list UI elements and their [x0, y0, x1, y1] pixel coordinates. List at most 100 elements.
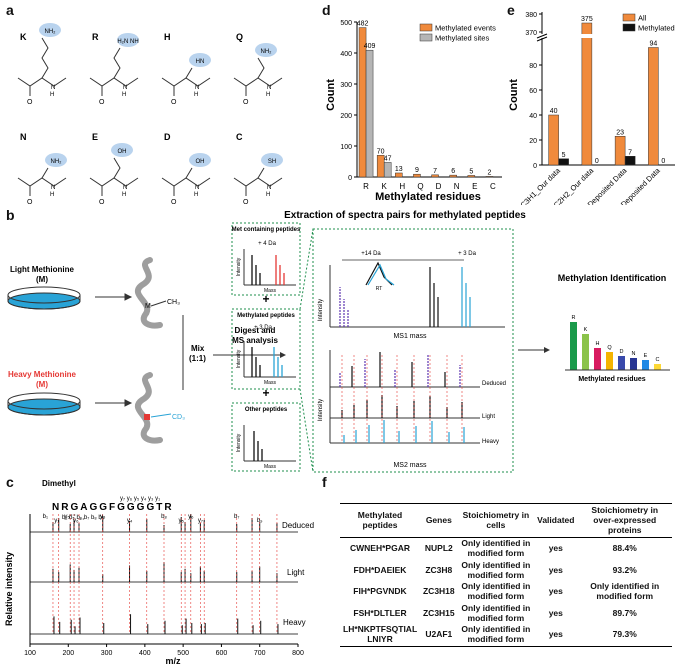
cell-validated: yes [548, 607, 563, 618]
plus-sign-2: + [262, 386, 269, 400]
met-shift: + 4 Da [258, 241, 277, 247]
cell-stoich-overexpressed: Only identified in modified form [590, 581, 660, 602]
chart-e-ylabel: Count [508, 79, 520, 111]
carbonyl-o: O [243, 99, 249, 106]
amide-n: N [267, 85, 271, 91]
ms-analysis-label: MS analysis [232, 336, 278, 345]
met-peptides-box: Met containing peptides + 4 Da [231, 222, 301, 296]
carbonyl-o: O [171, 99, 177, 106]
ms1-shift-14: +14 Da [361, 251, 381, 257]
axis-break-mark [536, 36, 548, 42]
bar-value-label: 47 [384, 155, 392, 162]
mini-bar [594, 348, 601, 370]
legend-label: Methylated events [435, 24, 496, 33]
cell-stoich-cells: Only identified in modified form [461, 581, 531, 602]
bar-value-label: 7 [433, 168, 437, 175]
functional-group-label: OH [118, 149, 127, 155]
ms1-intensity-label: Intensity [318, 299, 324, 321]
mini-bar [618, 356, 625, 370]
panel-c-spectrum: Dimethyl NRGAGGFGGGGTR y₇ y₆ y₅ y₄ y₃ y₁… [4, 479, 314, 666]
y-tick-label: 20 [529, 138, 537, 145]
y-ion-series: y₇ y₆ y₅ y₄ y₃ y₁ [120, 496, 160, 502]
carbonyl-o: O [243, 199, 249, 205]
mini-bar-label: E [644, 353, 648, 359]
amide-nh: H [50, 92, 54, 98]
th-stoich-cells: Stoichiometry in cells [457, 502, 535, 539]
amide-nh: H [122, 192, 126, 198]
bar [365, 49, 374, 178]
cell-validated: yes [548, 586, 563, 597]
functional-group-highlight [117, 33, 139, 47]
mini-mass-label: Mass [264, 288, 276, 294]
residue-letter: K [20, 32, 27, 42]
residue-letter: C [236, 132, 243, 142]
legend-swatch [419, 33, 433, 42]
bar [467, 175, 476, 178]
legend-swatch [622, 23, 636, 32]
bar [648, 47, 659, 166]
bar [581, 22, 593, 166]
bar-value-label: 0 [595, 158, 599, 165]
bar [548, 114, 559, 166]
bar-value-label: 6 [451, 168, 455, 175]
bar [431, 174, 439, 178]
x-tick-label: 500 [177, 650, 189, 657]
cell-validated: yes [534, 624, 578, 647]
panel-label-c: c [6, 474, 14, 490]
y-tick-label: 370 [525, 30, 537, 37]
other-box-title: Other peptides [245, 407, 288, 413]
y-tick-label: 500 [340, 20, 352, 27]
workflow-title: Extraction of spectra pairs for methylat… [284, 210, 526, 221]
heavy-protein-icon [135, 372, 163, 444]
ion-label: y₄ [127, 518, 133, 524]
mini-bar-label: Q [607, 345, 612, 351]
functional-group-highlight [261, 153, 283, 167]
side-chain [41, 37, 49, 79]
bar [614, 136, 626, 166]
residue-letter: N [20, 132, 27, 142]
peptide-sequence: NRGAGGFGGGGTR [52, 502, 174, 513]
panel-label-e: e [507, 2, 515, 18]
amide-n: N [195, 185, 199, 191]
bar [449, 174, 457, 178]
backbone-line [17, 77, 67, 87]
heavy-met-sub: (M) [36, 380, 48, 389]
modification-label: Dimethyl [42, 479, 76, 488]
backbone-line [161, 77, 211, 87]
meth-box-title: Methylated peptides [237, 313, 295, 319]
plus-sign-1: + [262, 292, 269, 306]
ms1-shift-3: + 3 Da [458, 251, 477, 257]
legend-swatch [622, 13, 636, 22]
x-tick-label: H [399, 182, 405, 191]
panel-label-a: a [6, 2, 14, 18]
xic-trace [367, 263, 395, 286]
mini-intensity-label: Intensity [236, 257, 242, 276]
mix-label: Mix [191, 344, 205, 353]
bar-value-label: 375 [581, 16, 593, 23]
b-ion-series: b₁ b₅ b₆ b₇ b₈ b₉ [62, 515, 105, 521]
cell-validated: yes [548, 543, 563, 554]
cell-stoich-cells: Only identified in modified form [461, 602, 531, 623]
spectra-pairs-box [312, 228, 514, 473]
functional-group-highlight [189, 53, 211, 67]
bar-value-label: 94 [649, 41, 657, 48]
mini-bar-label: H [596, 341, 600, 347]
functional-group-label: NH₂ [45, 29, 57, 35]
backbone-line [89, 77, 139, 87]
x-tick-label: 700 [254, 650, 266, 657]
ion-label: b₇ [234, 514, 239, 520]
ion-label: b₈ [161, 514, 167, 520]
cell-peptide: FDH*DAEIEK [353, 564, 407, 575]
bar-value-label: 23 [616, 129, 624, 136]
bar [395, 172, 403, 178]
bar-value-label: 2 [487, 169, 491, 176]
th-validated: Validated [534, 502, 578, 539]
amide-n: N [267, 185, 271, 191]
